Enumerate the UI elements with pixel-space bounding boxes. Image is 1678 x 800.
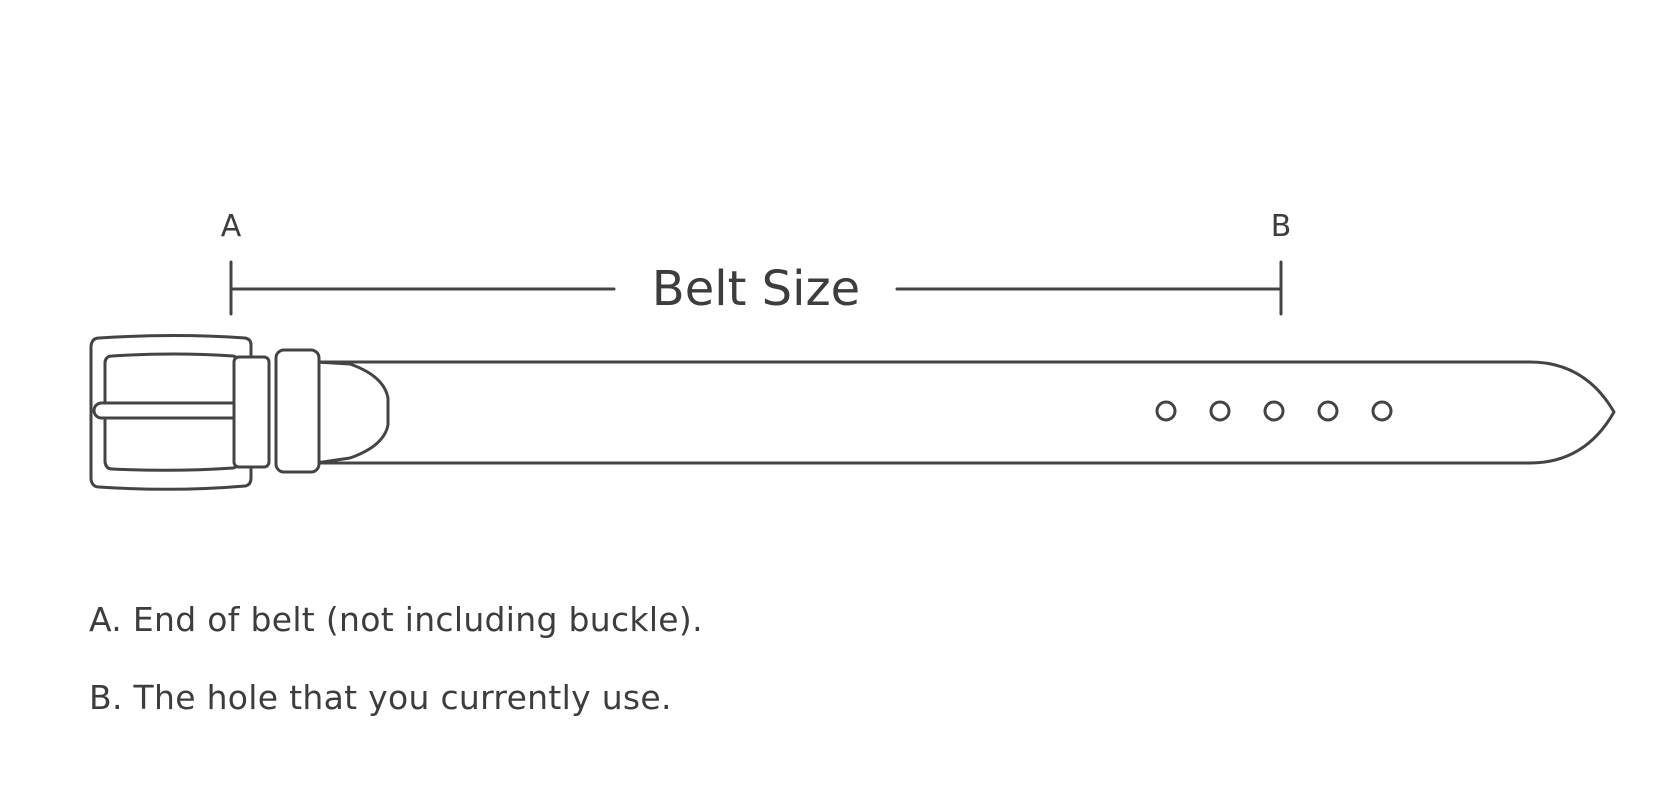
belt-size-label: Belt Size [652, 261, 860, 317]
point-a-label: A [221, 209, 242, 244]
belt-hole [1209, 400, 1231, 422]
belt-holes [1155, 400, 1393, 422]
belt-loop-inner [232, 355, 271, 469]
belt-keeper-tip [314, 360, 390, 465]
belt-hole [1155, 400, 1177, 422]
belt-hole [1317, 400, 1339, 422]
buckle-prong [92, 401, 256, 420]
belt-loop-outer [274, 348, 321, 474]
belt-hole [1263, 400, 1285, 422]
point-b-label: B [1271, 209, 1292, 244]
buckle-inner-frame [103, 352, 240, 472]
legend-item-a: A. End of belt (not including buckle). [89, 600, 703, 639]
legend-item-b: B. The hole that you currently use. [89, 678, 672, 717]
belt-strap [316, 360, 1616, 465]
buckle [89, 334, 256, 491]
belt-hole [1371, 400, 1393, 422]
legend: A. End of belt (not including buckle). B… [89, 600, 703, 718]
measurement-line [229, 260, 1283, 316]
